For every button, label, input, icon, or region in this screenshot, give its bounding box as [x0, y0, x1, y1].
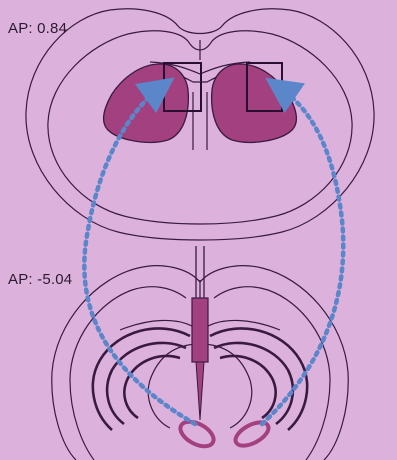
left-vta-region — [176, 417, 217, 452]
ap-label-posterior: AP: -5.04 — [8, 271, 72, 288]
coronal-section-anterior — [26, 9, 374, 240]
ap-label-anterior: AP: 0.84 — [8, 20, 67, 37]
optic-fiber-implant — [192, 246, 208, 420]
fiber-ferrule — [192, 298, 208, 362]
fiber-tip — [196, 362, 204, 420]
left-striatum-region — [104, 64, 189, 142]
right-striatum-region — [212, 64, 297, 142]
right-hippocampus — [210, 328, 307, 430]
